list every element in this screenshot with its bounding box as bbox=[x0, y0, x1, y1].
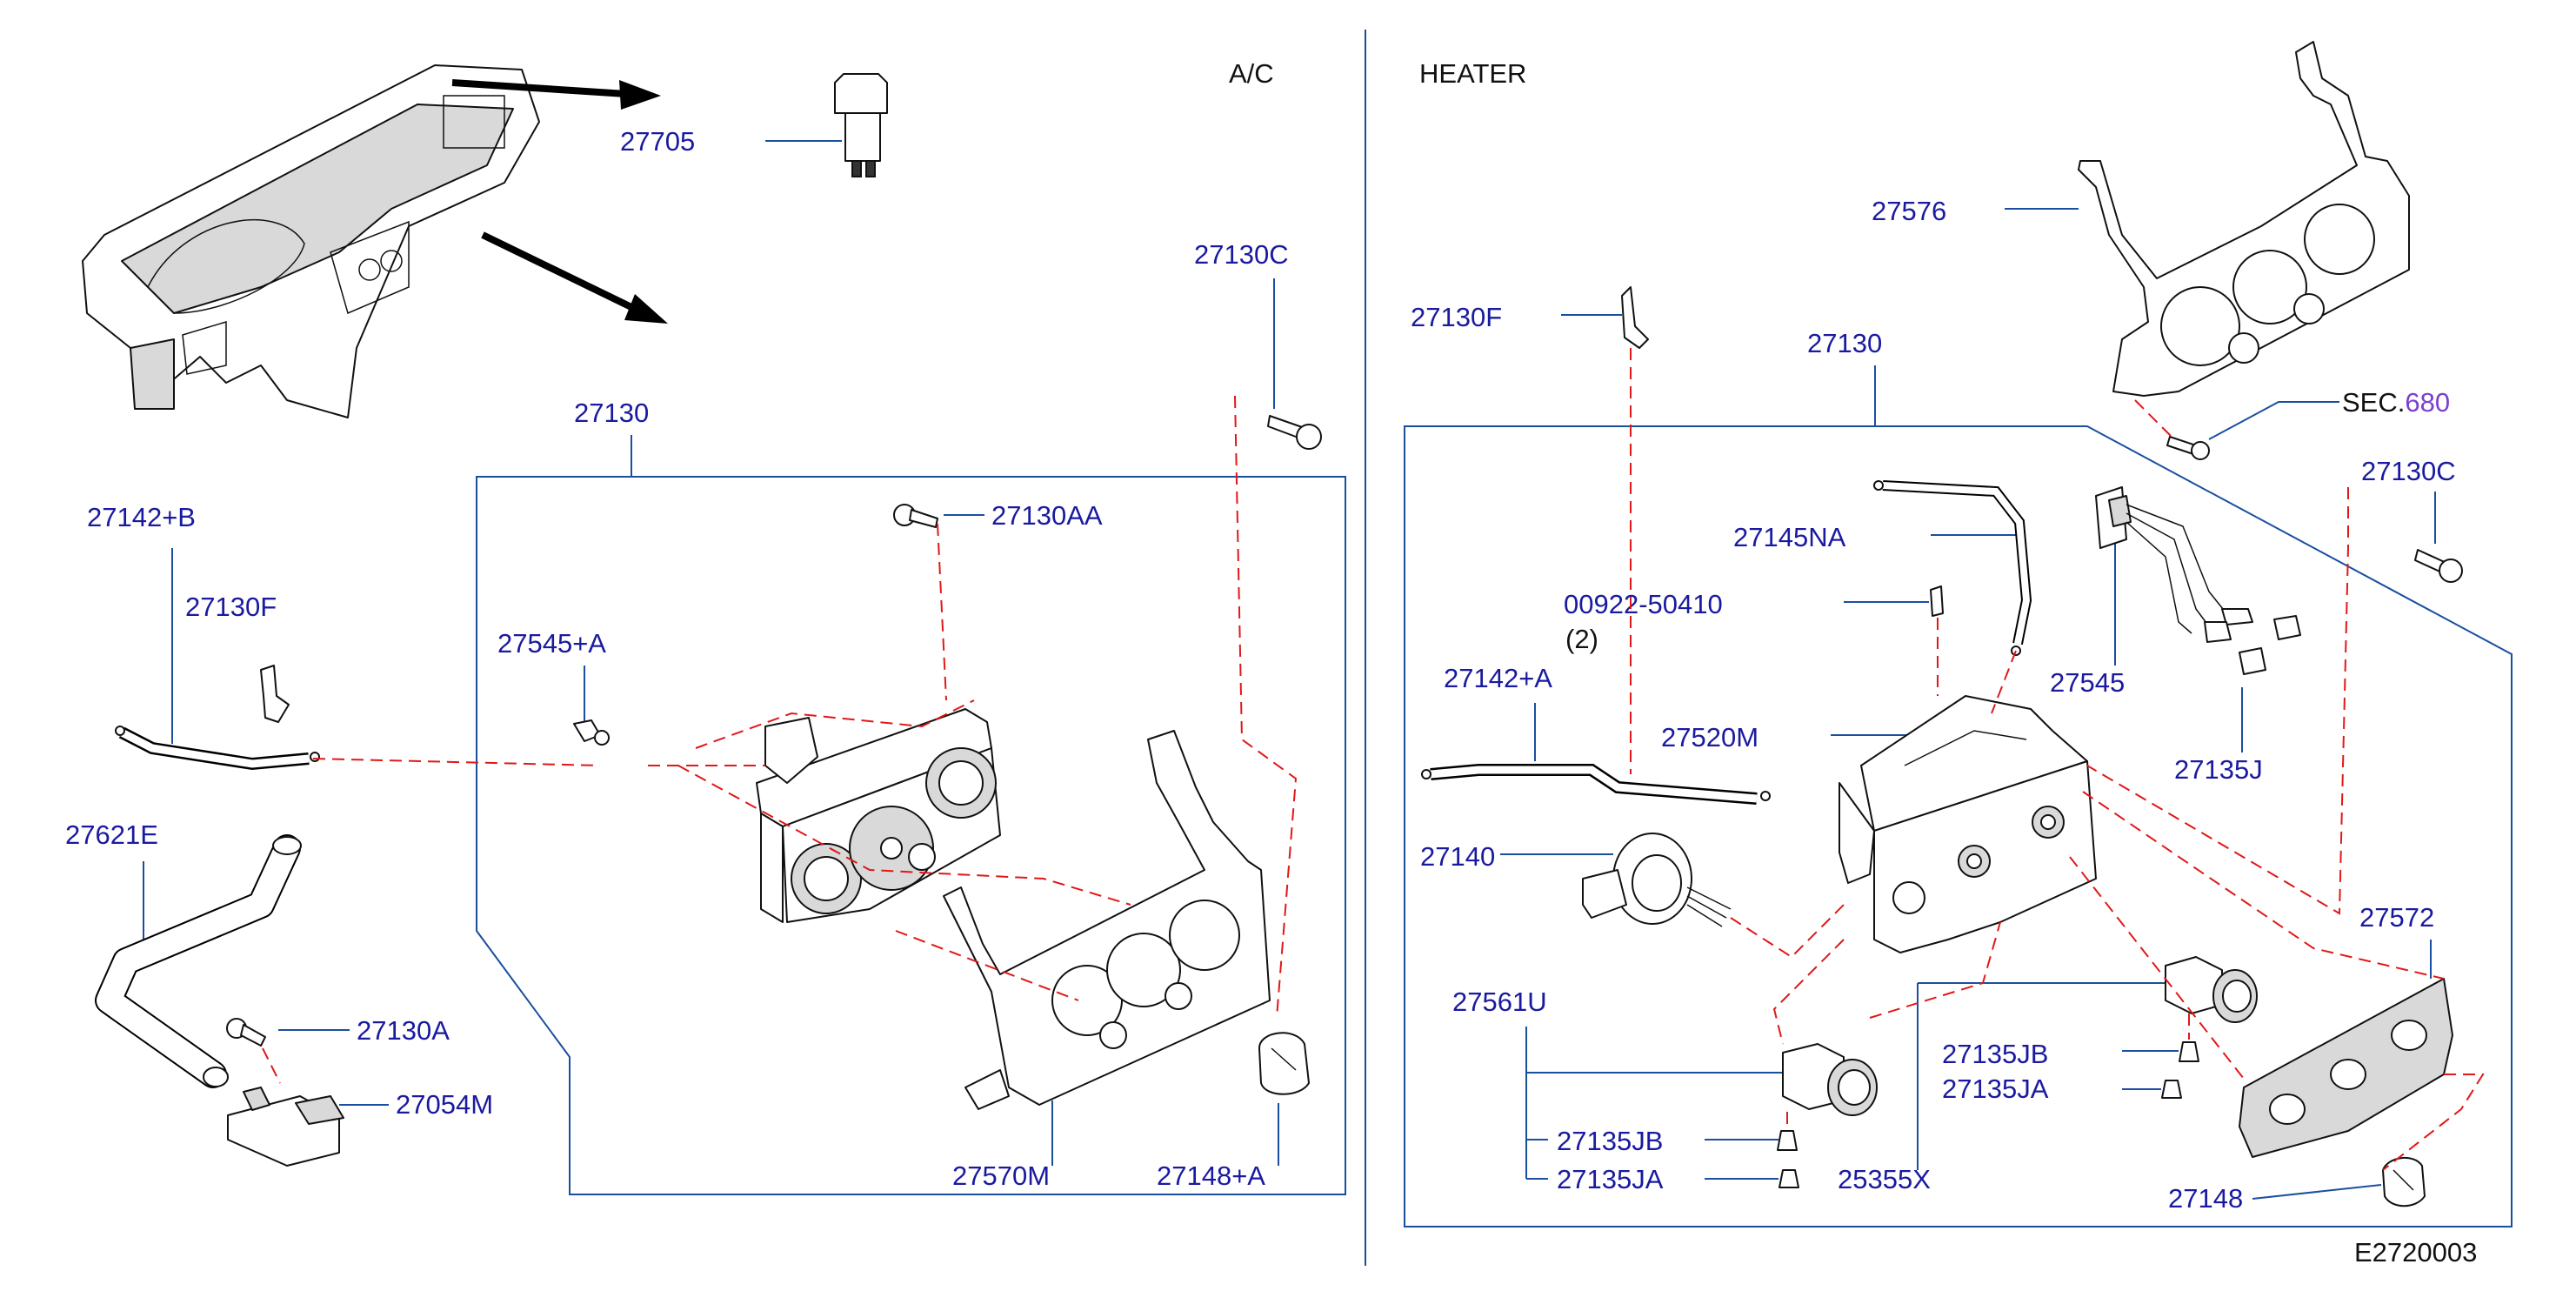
label-27135J: 27135J bbox=[2174, 754, 2263, 785]
label-00922-50410: 00922-50410 bbox=[1564, 589, 1723, 619]
assembly-frame-heater bbox=[1404, 425, 2513, 1227]
harness-icon bbox=[2095, 486, 2301, 675]
label-27545A: 27545+A bbox=[497, 628, 606, 659]
dashboard-icon bbox=[82, 64, 540, 418]
label-27130F-left: 27130F bbox=[185, 592, 277, 622]
assembly-lines-ac bbox=[262, 395, 1298, 1084]
switch-icon bbox=[2165, 956, 2258, 1023]
label-27054M: 27054M bbox=[396, 1089, 493, 1120]
diagram-code: E2720003 bbox=[2354, 1237, 2477, 1268]
bulb-icon bbox=[573, 719, 610, 746]
label-27135JB-right: 27135JB bbox=[1942, 1039, 2048, 1069]
clip-icon bbox=[1930, 585, 1944, 617]
hose-icon bbox=[95, 834, 302, 1088]
ac-header: A/C bbox=[1229, 58, 1274, 89]
label-27142B: 27142+B bbox=[87, 502, 196, 532]
switch-icon bbox=[834, 73, 888, 177]
bezel-icon bbox=[2078, 41, 2410, 397]
label-27705: 27705 bbox=[620, 126, 695, 157]
clip-icon bbox=[1621, 286, 1649, 349]
label-27570M: 27570M bbox=[952, 1161, 1050, 1191]
screw-icon bbox=[2166, 436, 2210, 460]
assembly-lines-heater bbox=[1630, 348, 2485, 1171]
cable-icon bbox=[115, 726, 320, 771]
label-25355X: 25355X bbox=[1838, 1164, 1931, 1194]
bezel-icon bbox=[943, 730, 1271, 1110]
screw-icon bbox=[893, 504, 938, 528]
clip-icon bbox=[260, 665, 290, 723]
label-27576: 27576 bbox=[1872, 196, 1946, 226]
label-27130F-right: 27130F bbox=[1411, 302, 1502, 332]
cable-icon bbox=[1873, 480, 2032, 656]
label-00922-qty: (2) bbox=[1565, 624, 1598, 654]
switch-icon bbox=[1782, 1043, 1878, 1116]
motor-icon bbox=[1582, 833, 1732, 927]
bulb-icon bbox=[2161, 1041, 2199, 1099]
label-27130-right: 27130 bbox=[1807, 328, 1882, 358]
label-27621E: 27621E bbox=[65, 819, 158, 850]
screw-icon bbox=[226, 1018, 266, 1047]
label-27130C-right: 27130C bbox=[2361, 456, 2456, 486]
screw-icon bbox=[2414, 549, 2463, 583]
label-27130-left: 27130 bbox=[574, 398, 649, 428]
assembly-frame-ac bbox=[476, 476, 1346, 1195]
label-27130A: 27130A bbox=[357, 1015, 450, 1046]
motor-icon bbox=[227, 1087, 344, 1167]
control-unit-icon bbox=[756, 708, 1001, 923]
sec-prefix: SEC. bbox=[2342, 387, 2405, 418]
cable-icon bbox=[1421, 764, 1771, 805]
arrow-icon bbox=[451, 79, 668, 324]
bezel-icon bbox=[2239, 978, 2453, 1158]
label-27148: 27148 bbox=[2168, 1183, 2243, 1214]
label-27545: 27545 bbox=[2050, 667, 2125, 698]
screw-icon bbox=[1267, 415, 1322, 450]
label-27140: 27140 bbox=[1420, 841, 1495, 872]
sec-link[interactable]: 680 bbox=[2405, 387, 2450, 418]
bulb-icon bbox=[1777, 1130, 1799, 1188]
label-27130C-left: 27130C bbox=[1194, 239, 1289, 270]
label-27148A: 27148+A bbox=[1157, 1161, 1265, 1191]
label-27135JA-left: 27135JA bbox=[1557, 1164, 1664, 1194]
label-sec-680: SEC.680 bbox=[2342, 387, 2450, 418]
label-27145NA: 27145NA bbox=[1733, 522, 1846, 552]
label-27561U: 27561U bbox=[1452, 987, 1547, 1017]
label-27135JB-left: 27135JB bbox=[1557, 1126, 1663, 1156]
control-unit-icon bbox=[1839, 695, 2097, 953]
heater-header: HEATER bbox=[1419, 58, 1526, 89]
knob-icon bbox=[2382, 1156, 2426, 1207]
label-27130AA: 27130AA bbox=[991, 500, 1103, 531]
knob-icon bbox=[1258, 1032, 1310, 1095]
label-27520M: 27520M bbox=[1661, 722, 1758, 753]
label-27135JA-right: 27135JA bbox=[1942, 1074, 2049, 1104]
label-27572: 27572 bbox=[2359, 902, 2434, 933]
label-27142A: 27142+A bbox=[1444, 663, 1552, 693]
